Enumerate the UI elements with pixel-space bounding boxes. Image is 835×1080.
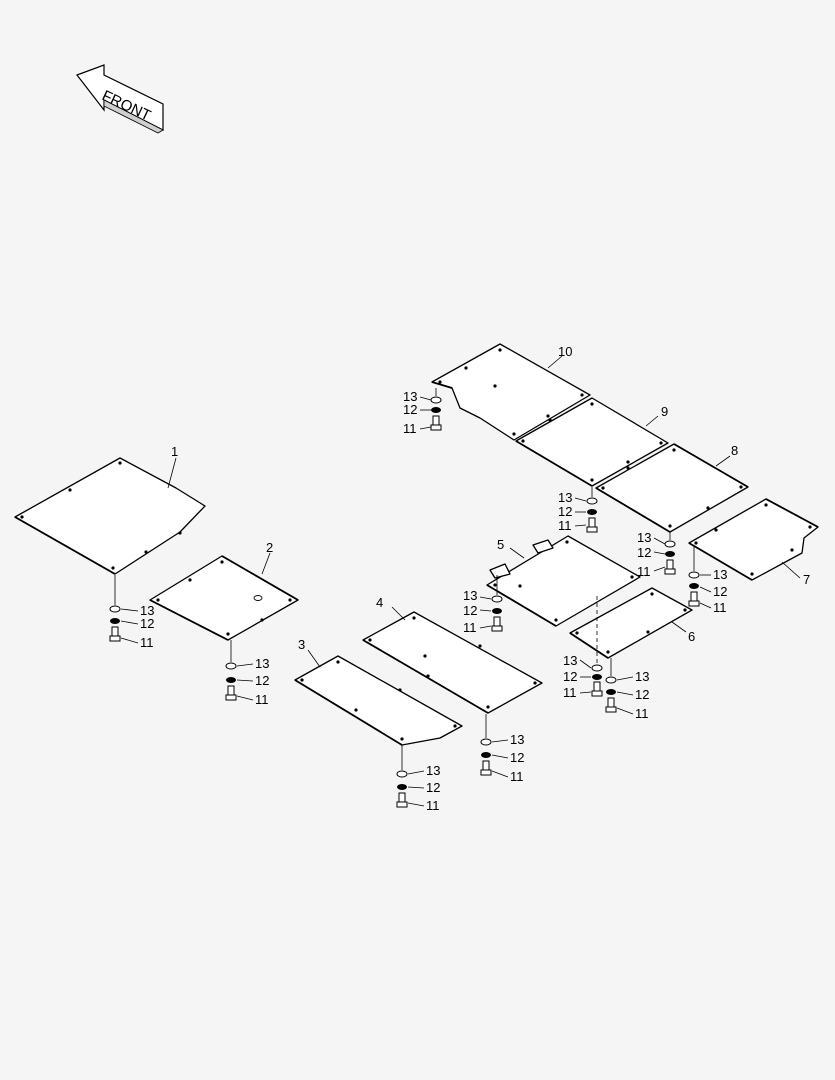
floor-plate-5 <box>486 535 641 627</box>
fastener-stack-f <box>591 596 603 697</box>
callout-12-k: 12 <box>713 584 727 599</box>
callout-12-f: 12 <box>563 669 577 684</box>
callout-11-e: 11 <box>463 620 477 635</box>
floor-plate-9 <box>515 397 669 487</box>
callout-12-j: 12 <box>637 545 651 560</box>
plate-callouts: 1 2 3 4 5 6 7 8 9 10 <box>171 344 810 652</box>
callout-11-i: 11 <box>558 518 572 533</box>
callout-12-d: 12 <box>510 750 524 765</box>
callout-13-e: 13 <box>463 588 477 603</box>
callout-12-i: 12 <box>558 504 572 519</box>
fastener-stack-i <box>586 487 598 533</box>
callout-11-a: 11 <box>140 635 154 650</box>
callout-11-f: 11 <box>563 685 577 700</box>
fastener-stacks <box>109 388 700 808</box>
fastener-stack-j <box>664 532 676 575</box>
fastener-stack-h <box>430 388 442 431</box>
callout-13-d: 13 <box>510 732 524 747</box>
callout-4: 4 <box>376 595 383 610</box>
callout-11-c: 11 <box>426 798 440 813</box>
callout-13-g: 13 <box>635 669 649 684</box>
callout-12-g: 12 <box>635 687 649 702</box>
callout-3: 3 <box>298 637 305 652</box>
callout-12-c: 12 <box>426 780 440 795</box>
callout-13-k: 13 <box>713 567 727 582</box>
callout-12-e: 12 <box>463 603 477 618</box>
callout-8: 8 <box>731 443 738 458</box>
callout-13-f: 13 <box>563 653 577 668</box>
fastener-stack-d <box>480 714 492 776</box>
floor-plate-10 <box>431 343 591 441</box>
callout-10: 10 <box>558 344 572 359</box>
callout-13-h: 13 <box>403 389 417 404</box>
floor-plate-3 <box>294 649 463 746</box>
fastener-stack-c <box>396 745 408 808</box>
callout-12-b: 12 <box>255 673 269 688</box>
callout-7: 7 <box>803 572 810 587</box>
front-arrow: FRONT <box>76 64 164 134</box>
callout-11-j: 11 <box>637 564 651 579</box>
fastener-callouts: 13 12 11 13 12 11 13 12 11 13 12 11 13 1… <box>140 389 727 813</box>
callout-2: 2 <box>266 540 273 555</box>
callout-6: 6 <box>688 629 695 644</box>
callout-13-b: 13 <box>255 656 269 671</box>
floor-plate-1 <box>14 457 206 575</box>
floor-plate-8 <box>595 443 749 533</box>
floor-plate-2 <box>149 552 299 641</box>
callout-13-j: 13 <box>637 530 651 545</box>
callout-11-h: 11 <box>403 421 417 436</box>
callout-11-g: 11 <box>635 706 649 721</box>
callout-11-d: 11 <box>510 769 524 784</box>
fastener-stack-e <box>491 575 503 632</box>
callout-11-k: 11 <box>713 600 727 615</box>
fastener-stack-k <box>688 545 700 607</box>
floor-plate-7 <box>688 498 819 581</box>
callout-13-a: 13 <box>140 603 154 618</box>
callout-9: 9 <box>661 404 668 419</box>
callout-13-c: 13 <box>426 763 440 778</box>
callout-11-b: 11 <box>255 692 269 707</box>
callout-12-a: 12 <box>140 616 154 631</box>
fastener-stack-b <box>225 640 237 701</box>
callout-5: 5 <box>497 537 504 552</box>
floor-plate-4 <box>362 606 543 714</box>
fastener-leaders <box>120 396 712 807</box>
callout-1: 1 <box>171 444 178 459</box>
fastener-stack-g <box>605 658 617 713</box>
fastener-stack-a <box>109 575 121 642</box>
floor-plate-6 <box>569 587 693 659</box>
callout-13-i: 13 <box>558 490 572 505</box>
callout-12-h: 12 <box>403 402 417 417</box>
